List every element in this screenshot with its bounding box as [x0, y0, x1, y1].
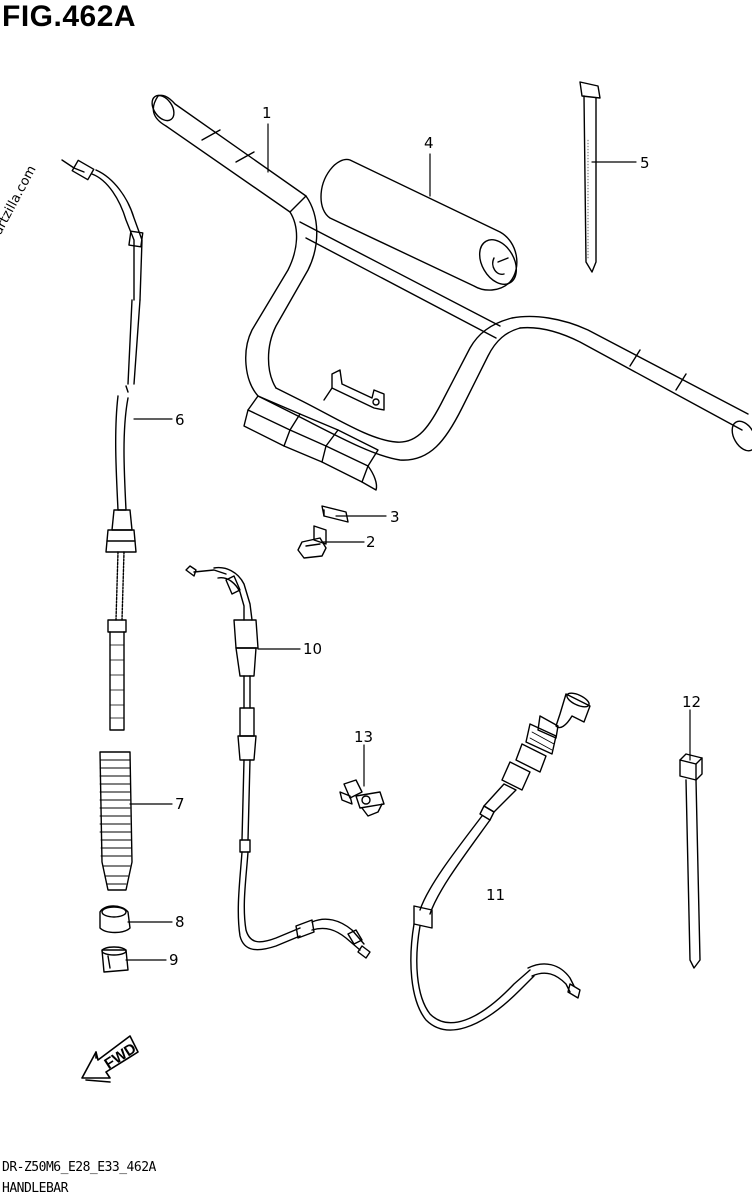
- throttle-cable-part[interactable]: [61, 159, 144, 731]
- callout-5: 5: [640, 154, 650, 172]
- clutch-cable-part[interactable]: [185, 565, 371, 959]
- callout-8: 8: [175, 913, 185, 931]
- cap-part[interactable]: [99, 905, 131, 934]
- callout-9: 9: [169, 951, 179, 969]
- cable-tie-long-part[interactable]: [579, 81, 601, 273]
- handlebar-part[interactable]: [148, 91, 752, 491]
- callout-3: 3: [390, 508, 400, 526]
- callout-4: 4: [424, 134, 434, 152]
- callout-10: 10: [303, 640, 323, 658]
- bolt-part[interactable]: [297, 525, 327, 559]
- leader-lines: [125, 123, 691, 961]
- rubber-boot-part[interactable]: [99, 751, 133, 891]
- callout-1: 1: [262, 104, 272, 122]
- cable-tie-short-part[interactable]: [679, 753, 703, 969]
- figure-title: FIG.462A: [2, 0, 137, 33]
- figure-code: DR-Z50M6_E28_E33_462A: [2, 1160, 156, 1175]
- handlebar-pad-part[interactable]: [320, 158, 524, 291]
- forward-arrow-icon: FWD: [81, 1035, 140, 1083]
- callout-13: 13: [354, 728, 374, 746]
- nut-part[interactable]: [101, 946, 129, 973]
- clamp-part[interactable]: [339, 779, 385, 817]
- callout-12: 12: [682, 693, 702, 711]
- callout-11: 11: [486, 886, 506, 904]
- plate-part[interactable]: [321, 505, 349, 523]
- callout-2: 2: [366, 533, 376, 551]
- callout-6: 6: [175, 411, 185, 429]
- figure-name: HANDLEBAR: [2, 1181, 68, 1196]
- callout-7: 7: [175, 795, 185, 813]
- choke-cable-part[interactable]: [410, 690, 591, 1031]
